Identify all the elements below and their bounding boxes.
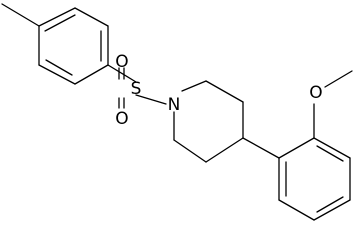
- bond-tolyl-sulfur: [107, 64, 137, 83]
- sulfonyl-oxygen-top-label: O: [115, 52, 128, 72]
- molecule-structure: S N O O O: [1, 3, 353, 221]
- sulfur-label: S: [131, 79, 142, 99]
- methoxyphenyl-ring: [278, 137, 351, 221]
- sulfonyl-oxygen-bonds: [118, 67, 125, 109]
- bond-oxygen-methyl: [324, 70, 353, 88]
- bond-methyl-tolyl: [1, 3, 40, 27]
- bond-piperidine-aryl: [242, 137, 280, 159]
- bond-sulfur-nitrogen: [135, 94, 167, 105]
- tolyl-ring: [38, 7, 109, 85]
- methoxy-oxygen-label: O: [309, 83, 322, 103]
- piperidine-ring: [173, 80, 244, 163]
- sulfonyl-oxygen-bottom-label: O: [115, 109, 128, 129]
- nitrogen-label: N: [168, 95, 181, 115]
